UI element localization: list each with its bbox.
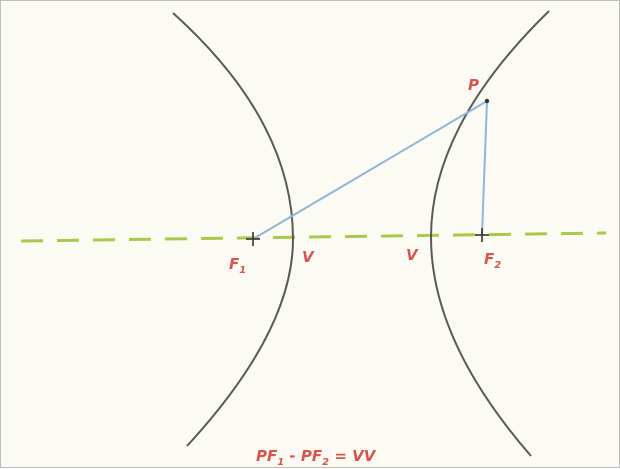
label-vertex-left: V (302, 248, 315, 266)
point-p-dot (484, 98, 490, 104)
label-vertex-right: V (406, 246, 419, 264)
focus-f2-mark (475, 228, 489, 242)
label-f2: F2 (484, 250, 501, 271)
segment-p-f1 (252, 100, 488, 240)
focus-f1-mark (246, 232, 260, 246)
hyperbola-right-branch (429, 10, 550, 457)
transverse-axis (20, 231, 607, 243)
equation: PF1 - PF2 = VV (256, 447, 377, 468)
label-f1: F1 (229, 255, 246, 276)
label-p: P (468, 76, 479, 94)
hyperbola-left-branch (172, 12, 295, 447)
segment-p-f2 (481, 100, 488, 236)
